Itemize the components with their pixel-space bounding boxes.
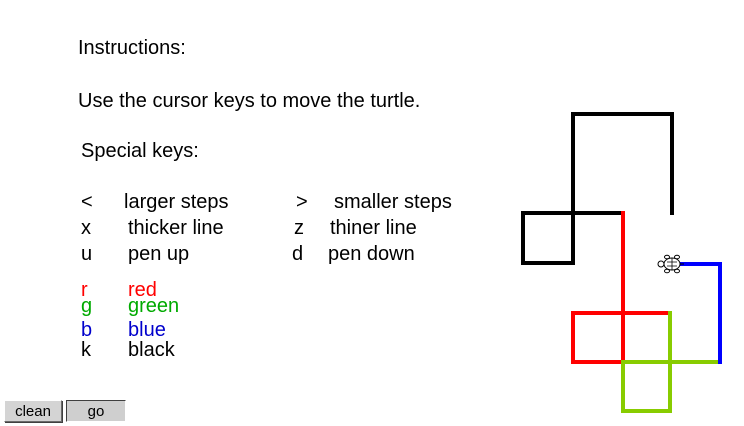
color-key-description: red xyxy=(128,279,157,301)
color-key-description: green xyxy=(128,295,180,317)
red-line-path xyxy=(571,211,672,364)
special-keys-heading: Special keys: xyxy=(81,140,199,162)
instructions-heading: Instructions: xyxy=(78,37,186,59)
key-description: thiner line xyxy=(330,217,417,239)
color-key-label: k xyxy=(81,339,91,361)
key-label: d xyxy=(292,243,304,265)
black-line-path xyxy=(521,112,674,265)
color-key-description: blue xyxy=(128,319,166,341)
key-label: > xyxy=(296,191,308,213)
key-description: thicker line xyxy=(128,217,224,239)
cursor-instructions: Use the cursor keys to move the turtle. xyxy=(78,90,421,112)
clean-button[interactable]: clean xyxy=(4,400,62,422)
key-label: x xyxy=(81,217,91,239)
key-description: pen up xyxy=(128,243,190,265)
blue-line-path xyxy=(678,262,722,364)
color-key-label: r xyxy=(81,279,88,301)
color-key-label: b xyxy=(81,319,93,341)
color-key-label: g xyxy=(81,295,93,317)
key-label: z xyxy=(294,217,304,239)
key-label: u xyxy=(81,243,93,265)
key-description: smaller steps xyxy=(334,191,452,213)
green-line-path xyxy=(621,311,722,413)
key-description: larger steps xyxy=(124,191,229,213)
color-key-description: black xyxy=(128,339,175,361)
key-description: pen down xyxy=(328,243,415,265)
go-button[interactable]: go xyxy=(66,400,126,422)
turtle-icon xyxy=(657,254,684,274)
key-label: < xyxy=(81,191,93,213)
